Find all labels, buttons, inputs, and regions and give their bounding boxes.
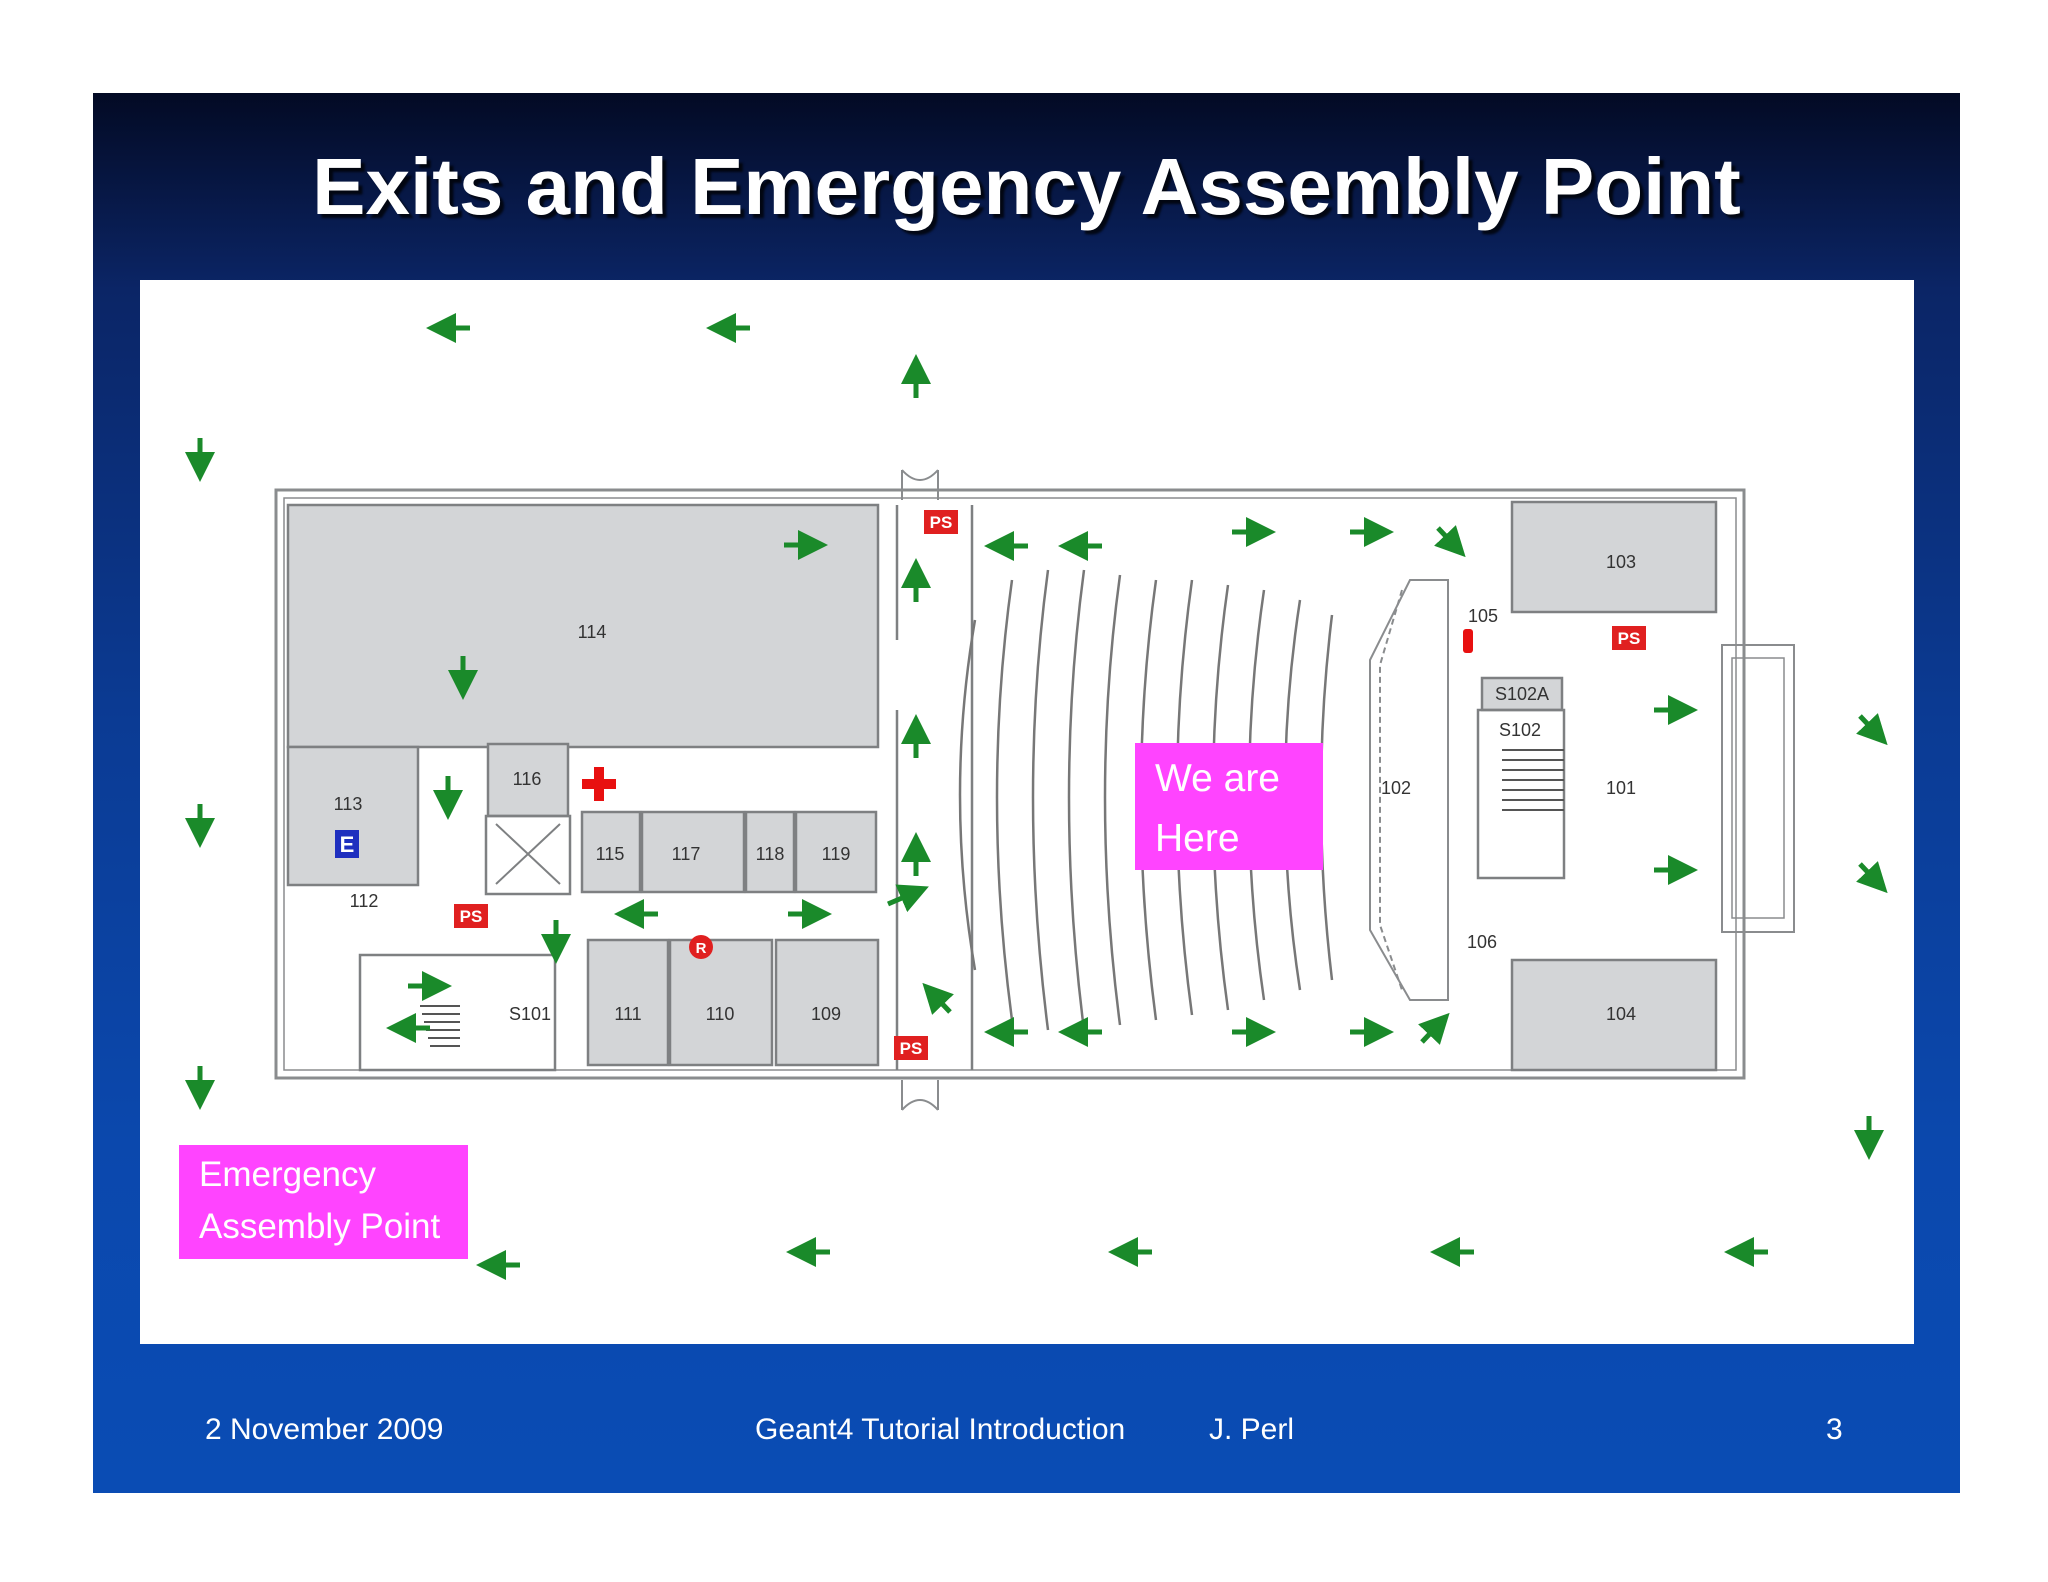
room-label: 116: [513, 769, 542, 789]
elevator-badge: [335, 830, 359, 858]
room-label: 110: [706, 1004, 735, 1024]
ps-badge-label: PS: [1618, 629, 1641, 648]
rooms-outline: [358, 505, 1566, 1072]
ps-badge: [924, 510, 958, 534]
room-label: 114: [578, 622, 607, 642]
evacuation-arrows: [185, 313, 1888, 1280]
rooms-shaded: [286, 500, 1718, 1072]
room-label: 109: [811, 1004, 841, 1024]
stage: [1369, 579, 1449, 1001]
room-label: 117: [672, 844, 701, 864]
slide-title: Exits and Emergency Assembly Point: [312, 142, 1741, 231]
ps-badge: [454, 904, 488, 928]
ps-badge-label: PS: [930, 513, 953, 532]
refuge-marker-label: R: [696, 940, 707, 957]
phone-station-badges: PS PS PS PS: [454, 510, 1646, 1060]
footer-author: J. Perl: [1209, 1413, 1295, 1446]
we-are-here-line-1: We are: [1155, 757, 1280, 800]
assembly-point-line-1: Emergency: [199, 1155, 377, 1194]
room-label: S102A: [1495, 684, 1549, 704]
room-label: 102: [1381, 778, 1411, 798]
fire-extinguisher-icon: [1463, 629, 1473, 653]
room-label: 115: [596, 844, 625, 864]
room-label: 106: [1467, 932, 1497, 952]
elevator-shaft: [495, 823, 561, 885]
room-label: 105: [1468, 606, 1498, 626]
footer-presentation-title: Geant4 Tutorial Introduction: [755, 1413, 1126, 1446]
room-label: 104: [1606, 1004, 1636, 1024]
ps-badge-label: PS: [460, 907, 483, 926]
we-are-here-callout: We are Here: [1135, 743, 1323, 870]
room-label: 112: [350, 891, 379, 911]
room-label: S101: [509, 1004, 551, 1024]
assembly-point-callout: Emergency Assembly Point: [179, 1145, 468, 1259]
room-label: 101: [1606, 778, 1636, 798]
room-label: 118: [756, 844, 785, 864]
ps-badge: [1612, 626, 1646, 650]
footer-page-number: 3: [1826, 1413, 1843, 1446]
room-labels: 114 113 112 116 115 117 118 119 S101 111…: [334, 552, 1636, 1024]
ps-badge: [894, 1036, 928, 1060]
room-label: 111: [614, 1004, 641, 1024]
footer-date: 2 November 2009: [205, 1413, 444, 1446]
refuge-marker: [689, 935, 713, 959]
room-label: 103: [1606, 552, 1636, 572]
exit-doors: [901, 469, 939, 1111]
first-aid-icon: [582, 767, 616, 801]
room-label: 113: [334, 794, 363, 814]
room-label: S102: [1499, 720, 1541, 740]
stairs: [420, 749, 1564, 1047]
ps-badge-label: PS: [900, 1039, 923, 1058]
elevator-badge-label: E: [340, 832, 355, 857]
assembly-point-line-2: Assembly Point: [199, 1207, 441, 1246]
room-label: 119: [822, 844, 851, 864]
building-outline: [274, 488, 1795, 1080]
we-are-here-line-2: Here: [1155, 817, 1240, 860]
